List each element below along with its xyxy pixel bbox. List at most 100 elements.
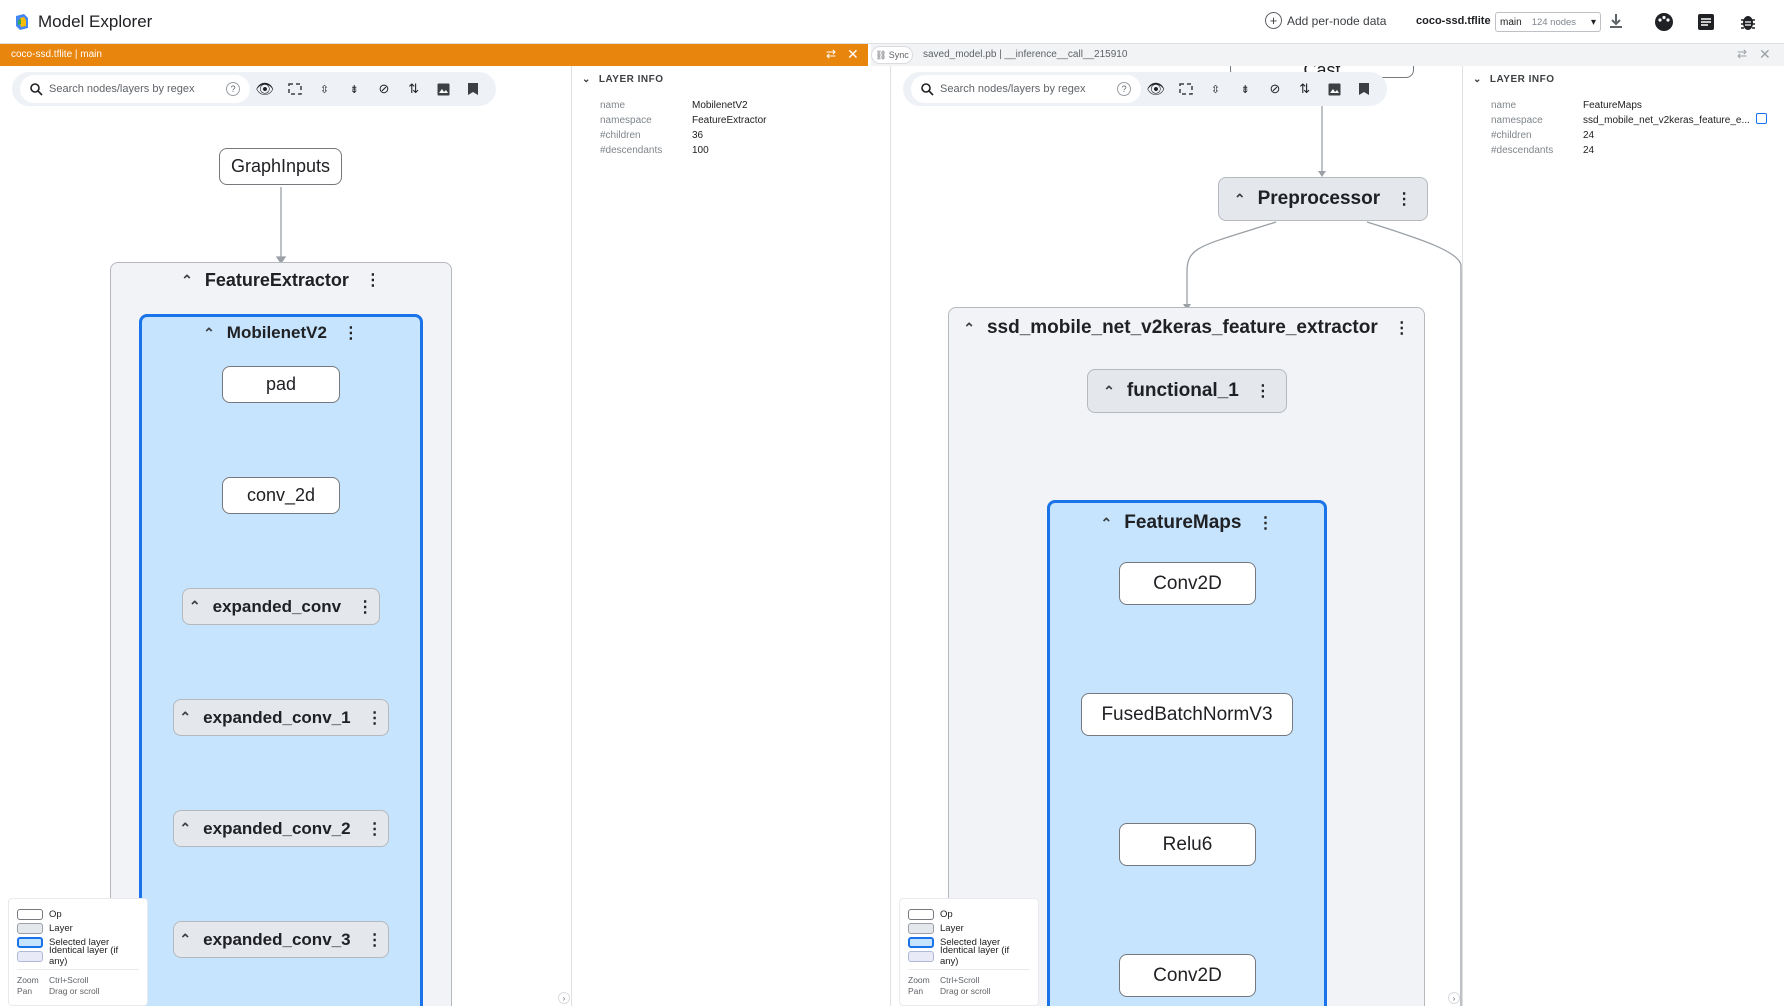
expand-chevron-icon[interactable]: ⌃ [179, 709, 192, 725]
close-icon[interactable]: ✕ [1759, 46, 1771, 62]
layer-label: expanded_conv_2 [203, 818, 351, 838]
graph-pane-left[interactable]: Search nodes/layers by regex ? 👁 ⇳ ⇟ ⊘ ⇅… [0, 66, 571, 1006]
legend-identical: Identical layer (if any) [48, 945, 119, 967]
info-value: 24 [1583, 130, 1595, 141]
layer-mobilenetv2-selected[interactable]: ⌃ MobilenetV2 ⋮ [139, 314, 423, 1006]
download-icon[interactable] [1608, 12, 1624, 35]
eye-icon[interactable]: 👁 [255, 81, 275, 98]
image-icon[interactable] [1320, 74, 1350, 104]
expand-chevron-icon[interactable]: ⌃ [179, 931, 192, 947]
more-vert-icon[interactable]: ⋮ [357, 598, 374, 616]
more-vert-icon[interactable]: ⋮ [364, 272, 381, 289]
fit-screen-icon[interactable] [1171, 74, 1201, 104]
node-pad[interactable]: pad [222, 366, 340, 403]
more-vert-icon[interactable]: ⋮ [1396, 191, 1413, 208]
close-icon[interactable]: ✕ [847, 46, 859, 62]
more-vert-icon[interactable]: ⋮ [1254, 383, 1271, 400]
layer-preprocessor[interactable]: ⌃Preprocessor⋮ [1218, 177, 1428, 221]
collapse-chevron-icon[interactable]: ⌃ [963, 319, 975, 336]
node-graphinputs[interactable]: GraphInputs [219, 148, 342, 185]
node-relu6[interactable]: Relu6 [1119, 823, 1256, 866]
add-circle-icon: + [1265, 12, 1282, 29]
help-icon[interactable]: ? [1117, 82, 1132, 96]
collapse-chevron-icon[interactable]: ⌃ [203, 324, 215, 341]
chevron-down-icon: ⌄ [582, 74, 591, 85]
palette-icon[interactable] [1654, 12, 1674, 37]
expand-info-panel-icon[interactable]: › [558, 992, 570, 1004]
info-value: ssd_mobile_net_v2keras_feature_e... [1583, 115, 1750, 126]
expand-chevron-icon[interactable]: ⌃ [188, 598, 201, 614]
info-key: name [1491, 100, 1517, 111]
pane-tab-left[interactable]: coco-ssd.tflite | main ⇄ ✕ [0, 44, 871, 66]
fit-screen-icon[interactable] [280, 74, 310, 104]
expand-all-icon[interactable]: ⇳ [319, 83, 330, 96]
image-icon[interactable] [429, 74, 459, 104]
info-value: MobilenetV2 [692, 100, 748, 111]
collapse-all-icon[interactable]: ⇟ [349, 83, 359, 96]
info-row-name: name MobilenetV2 [600, 98, 766, 113]
legend-right: Op Layer Selected layer Identical layer … [899, 898, 1039, 1006]
swap-icon[interactable]: ⇄ [826, 47, 837, 61]
collapse-all-icon[interactable]: ⇟ [1240, 83, 1250, 96]
layer-expanded-conv[interactable]: ⌃expanded_conv⋮ [182, 588, 380, 625]
graph-pane-right[interactable]: Cast Search nodes/layers by regex ? 👁 ⇳ … [891, 66, 1462, 1006]
node-conv2d[interactable]: Conv2D [1119, 954, 1256, 997]
layer-label: ssd_mobile_net_v2keras_feature_extractor [986, 317, 1378, 338]
layer-label: FeatureExtractor [204, 269, 349, 290]
legend-identical: Identical layer (if any) [939, 945, 1010, 967]
legend-swatch-identical [17, 950, 43, 962]
node-conv-2d[interactable]: conv_2d [222, 477, 340, 514]
collapse-chevron-icon[interactable]: ⌃ [1100, 514, 1113, 531]
layer-expanded-conv-2[interactable]: ⌃ expanded_conv_2 ⋮ [173, 810, 389, 847]
subgraph-select[interactable]: main 124 nodes ▾ [1495, 12, 1601, 32]
pane-tab-right[interactable]: ⛓Sync saved_model.pb | __inference__call… [871, 44, 1784, 66]
add-per-node-data-button[interactable]: + Add per-node data [1265, 12, 1386, 29]
node-fusedbatchnormv3[interactable]: FusedBatchNormV3 [1081, 693, 1293, 736]
search-input[interactable]: Search nodes/layers by regex ? [20, 75, 251, 103]
bug-icon[interactable] [1739, 12, 1757, 37]
search-icon [30, 82, 43, 96]
legend-pan-key: Pan [908, 985, 924, 996]
add-per-node-data-label: Add per-node data [1287, 13, 1387, 28]
legend-pan-key: Pan [17, 985, 33, 996]
more-vert-icon[interactable]: ⋮ [1393, 320, 1410, 337]
more-vert-icon[interactable]: ⋮ [1257, 515, 1274, 532]
legend-pan-value: Drag or scroll [49, 985, 100, 996]
expand-chevron-icon[interactable]: ⌃ [1103, 382, 1115, 399]
legend-swatch-op [17, 908, 43, 920]
sort-icon[interactable]: ⇅ [408, 81, 420, 96]
node-label: FusedBatchNormV3 [1101, 703, 1273, 725]
search-input[interactable]: Search nodes/layers by regex ? [911, 75, 1142, 103]
expand-info-panel-icon[interactable]: › [1448, 992, 1460, 1004]
layers-off-icon[interactable]: ⊘ [378, 81, 390, 96]
more-vert-icon[interactable]: ⋮ [366, 820, 383, 838]
expand-chevron-icon[interactable]: ⌃ [1233, 190, 1246, 207]
bookmark-icon[interactable] [458, 74, 488, 104]
layers-off-icon[interactable]: ⊘ [1269, 81, 1281, 96]
layer-expanded-conv-3[interactable]: ⌃ expanded_conv_3 ⋮ [173, 921, 389, 958]
model-name: coco-ssd.tflite [1416, 15, 1491, 27]
expand-all-icon[interactable]: ⇳ [1210, 83, 1221, 96]
sort-icon[interactable]: ⇅ [1299, 81, 1311, 96]
swap-icon[interactable]: ⇄ [1737, 47, 1748, 61]
expand-chevron-icon[interactable]: ⌃ [179, 820, 192, 836]
help-icon[interactable]: ? [226, 82, 241, 96]
layer-functional-1[interactable]: ⌃functional_1⋮ [1087, 369, 1287, 413]
more-vert-icon[interactable]: ⋮ [366, 931, 383, 949]
layer-info-header[interactable]: ⌄LAYER INFO [1473, 74, 1555, 85]
node-conv2d[interactable]: Conv2D [1119, 562, 1256, 605]
layer-label: expanded_conv_3 [203, 929, 351, 949]
bookmark-icon[interactable] [1349, 74, 1379, 104]
copy-icon[interactable] [1755, 113, 1767, 124]
more-vert-icon[interactable]: ⋮ [366, 709, 383, 727]
info-value: FeatureExtractor [692, 115, 767, 126]
layer-expanded-conv-1[interactable]: ⌃expanded_conv_1⋮ [173, 699, 389, 736]
info-key: name [600, 100, 626, 111]
sync-button[interactable]: ⛓Sync [871, 46, 913, 64]
more-vert-icon[interactable]: ⋮ [342, 325, 359, 342]
collapse-chevron-icon[interactable]: ⌃ [181, 271, 193, 288]
document-icon[interactable] [1697, 13, 1715, 36]
layer-info-header[interactable]: ⌄LAYER INFO [582, 74, 664, 85]
eye-icon[interactable]: 👁 [1146, 81, 1166, 98]
